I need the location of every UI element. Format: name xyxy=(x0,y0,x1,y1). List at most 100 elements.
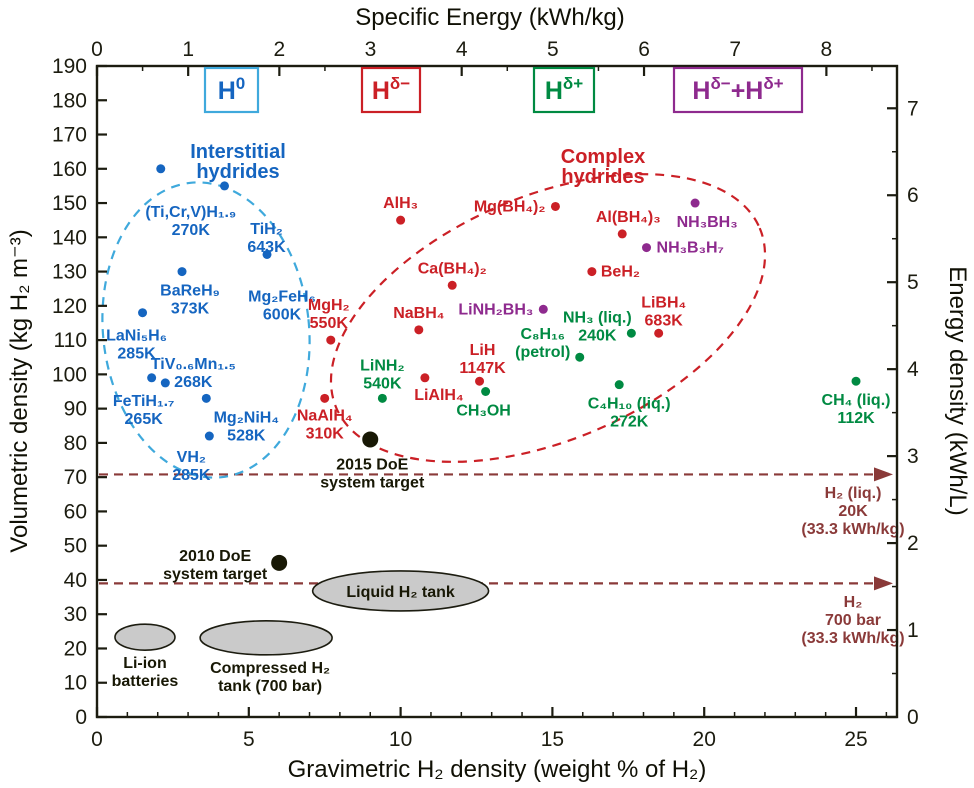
class-H-delta-mixed: Hδ−+Hδ+ xyxy=(672,66,804,114)
y-tick-label: 110 xyxy=(54,329,87,352)
x2-tick-label: 4 xyxy=(456,38,468,61)
target-label: system target xyxy=(163,566,268,583)
class-H-delta-plus: Hδ+ xyxy=(532,66,596,114)
arrowhead-icon xyxy=(874,576,893,591)
class-H-delta-plus-label: Hδ+ xyxy=(545,74,583,105)
point-NH₃BH₃: NH₃BH₃ xyxy=(677,198,738,231)
point-NH₃B₃H₇: NH₃B₃H₇ xyxy=(642,240,724,257)
tank-ellipse-Li-ion xyxy=(114,623,176,651)
interstitial-hydrides-ellipse xyxy=(101,181,311,479)
y2-tick-label: 0 xyxy=(907,706,919,729)
x2-tick-label: 3 xyxy=(365,38,377,61)
y-tick-label: 160 xyxy=(52,158,87,181)
data-dot xyxy=(262,249,272,259)
point-label: NH₃ (liq.) xyxy=(563,309,632,326)
data-dot xyxy=(538,304,548,314)
y-tick-label: 190 xyxy=(52,55,87,78)
tank-label: batteries xyxy=(112,673,179,690)
point-label: LiBH₄ xyxy=(641,294,686,311)
data-dot xyxy=(160,378,170,388)
data-dot xyxy=(420,373,430,383)
point-label: C₈H₁₆ xyxy=(520,326,564,343)
class-H-delta-minus-label: Hδ− xyxy=(372,74,410,105)
point-label: 272K xyxy=(610,414,649,431)
y-tick-label: 40 xyxy=(64,569,87,592)
point-label: 373K xyxy=(171,301,210,318)
y-tick-label: 100 xyxy=(52,363,87,386)
complex-hydrides-label: Complex xyxy=(561,146,645,168)
point-label: 268K xyxy=(174,374,213,391)
point-label: (Ti,Cr,V)H₁.₉ xyxy=(145,204,236,221)
point-label: 528K xyxy=(227,427,266,444)
x-tick-label: 15 xyxy=(541,728,564,751)
data-dot xyxy=(156,164,166,174)
y-tick-label: 170 xyxy=(52,124,87,147)
target-label: system target xyxy=(320,474,425,491)
class-H-delta-plus-box xyxy=(532,66,596,114)
point-LiAlH₄: LiAlH₄ xyxy=(414,373,464,404)
tank-ellipse-Liquid H₂ tank xyxy=(311,570,490,612)
point-label: VH₂ xyxy=(177,449,206,466)
point-label: BaReH₉ xyxy=(160,283,220,300)
point-Ca(BH₄)₂: Ca(BH₄)₂ xyxy=(418,260,487,290)
y-tick-label: 120 xyxy=(52,295,87,318)
data-dot xyxy=(201,393,211,403)
point-label: 600K xyxy=(263,306,302,323)
point-label: 285K xyxy=(172,467,211,484)
data-dot xyxy=(654,328,664,338)
left-axis-title: Volumetric density (kg H₂ m⁻³) xyxy=(6,229,33,552)
point-label: NH₃B₃H₇ xyxy=(657,240,724,257)
point-label: 112K xyxy=(837,410,875,427)
data-dot xyxy=(396,215,406,225)
y2-tick-label: 5 xyxy=(907,271,919,294)
y-tick-label: 90 xyxy=(64,398,87,421)
class-H0-box xyxy=(203,66,260,114)
y2-tick-label: 6 xyxy=(907,184,919,207)
point-Mg(BH₄)₂: Mg(BH₄)₂ xyxy=(474,198,560,215)
point-label: 240K xyxy=(578,327,617,344)
class-H-delta-minus: Hδ− xyxy=(360,66,422,114)
y-tick-label: 20 xyxy=(64,637,87,660)
data-dot xyxy=(414,325,424,335)
y-tick-label: 180 xyxy=(52,89,87,112)
bottom-axis-title: Gravimetric H₂ density (weight % of H₂) xyxy=(288,756,707,783)
target-2010 DoE: 2010 DoEsystem target xyxy=(163,548,288,583)
reference-label: (33.3 kWh/kg) xyxy=(801,630,904,647)
data-dot xyxy=(587,267,597,277)
point-label: LaNi₅H₆ xyxy=(106,328,167,345)
data-dot xyxy=(475,376,485,386)
complex-hydrides-ellipse xyxy=(329,173,767,463)
arrowhead-icon xyxy=(874,467,893,482)
point-label: Ca(BH₄)₂ xyxy=(418,260,487,277)
reference-label: 700 bar xyxy=(825,612,881,629)
y2-tick-label: 3 xyxy=(907,445,919,468)
point-label: CH₄ (liq.) xyxy=(822,392,891,409)
point-label: TiH₂ xyxy=(250,221,283,238)
point-C₄H₁₀ (liq.): C₄H₁₀ (liq.)272K xyxy=(588,380,671,431)
point-label: Al(BH₄)₃ xyxy=(596,209,661,226)
point-label: 683K xyxy=(645,312,684,329)
point-label: 285K xyxy=(117,346,156,363)
x-tick-label: 20 xyxy=(693,728,716,751)
reference-label: H₂ (liq.) xyxy=(825,485,882,502)
target-dot xyxy=(362,431,379,448)
x-tick-label: 10 xyxy=(389,728,412,751)
reference-label: (33.3 kWh/kg) xyxy=(801,521,904,538)
top-axis-title: Specific Energy (kWh/kg) xyxy=(355,4,624,31)
y-tick-label: 60 xyxy=(64,500,87,523)
point-label: C₄H₁₀ (liq.) xyxy=(588,396,671,413)
class-H-delta-mixed-label: Hδ−+Hδ+ xyxy=(692,74,783,105)
